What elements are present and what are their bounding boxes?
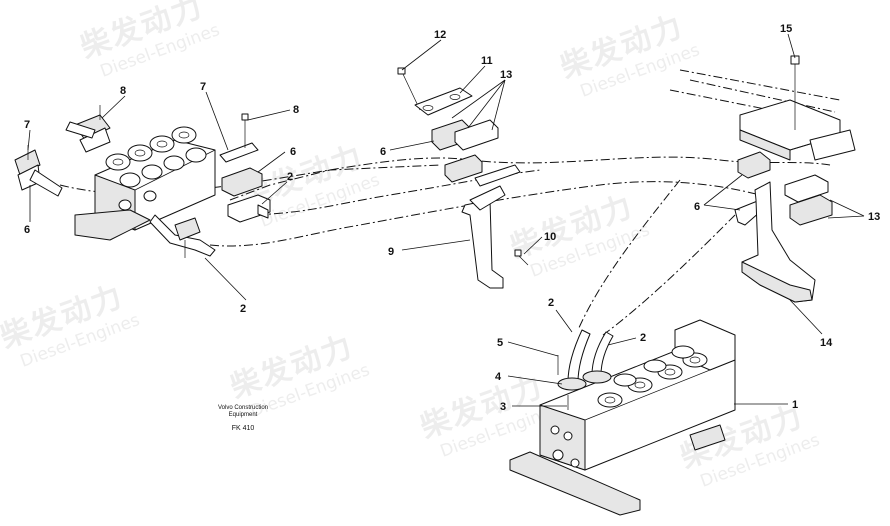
- callout-8-left: 8: [120, 85, 126, 97]
- left-valve-block: [74, 126, 216, 241]
- lower-hose-clamp: [149, 214, 216, 258]
- callout-14: 14: [820, 337, 833, 349]
- callout-2-centre-clamp: 2: [287, 171, 293, 183]
- upper-hose-clamp: [65, 105, 111, 153]
- centre-bracket-assembly: [397, 67, 529, 289]
- callout-9: 9: [388, 246, 394, 258]
- callout-1: 1: [792, 399, 798, 411]
- callout-5: 5: [497, 337, 503, 349]
- left-hose-clamp: [14, 145, 63, 197]
- clamp-set-centre-left: [219, 113, 271, 223]
- callout-13-right: 13: [868, 211, 880, 223]
- callout-2-lower-hose: 2: [640, 332, 646, 344]
- callout-15: 15: [780, 23, 792, 35]
- callout-7-centre-left: 7: [200, 81, 206, 93]
- main-valve-block: [509, 319, 736, 516]
- callout-labels: 1 2 2 2 2 2 3 4 5 6 6 6 6 7 7 8 8 9 10 1…: [24, 23, 880, 413]
- leader-lines: [27, 33, 865, 407]
- callout-3: 3: [500, 401, 506, 413]
- caption-equipment: Equipment: [228, 412, 258, 418]
- callout-6-right: 6: [694, 201, 700, 213]
- callout-8-centre-left: 8: [293, 104, 299, 116]
- right-frame-bracket: [734, 55, 856, 303]
- callout-13-centre: 13: [500, 69, 512, 81]
- callout-10: 10: [544, 231, 556, 243]
- callout-6-left: 6: [24, 224, 30, 236]
- caption-manufacturer: Volvo Construction: [217, 405, 269, 411]
- caption-block: Volvo Construction Equipment FK 410: [208, 405, 278, 432]
- callout-6-centre: 6: [380, 146, 386, 158]
- callout-12: 12: [434, 29, 446, 41]
- callout-4: 4: [495, 371, 502, 383]
- callout-2-left-clamp: 2: [240, 303, 246, 315]
- callout-7-left: 7: [24, 119, 30, 131]
- caption-figure-ref: FK 410: [231, 425, 255, 432]
- callout-2-upper-hose: 2: [548, 297, 554, 309]
- callout-6-centre-left: 6: [290, 146, 296, 158]
- callout-11: 11: [481, 55, 493, 67]
